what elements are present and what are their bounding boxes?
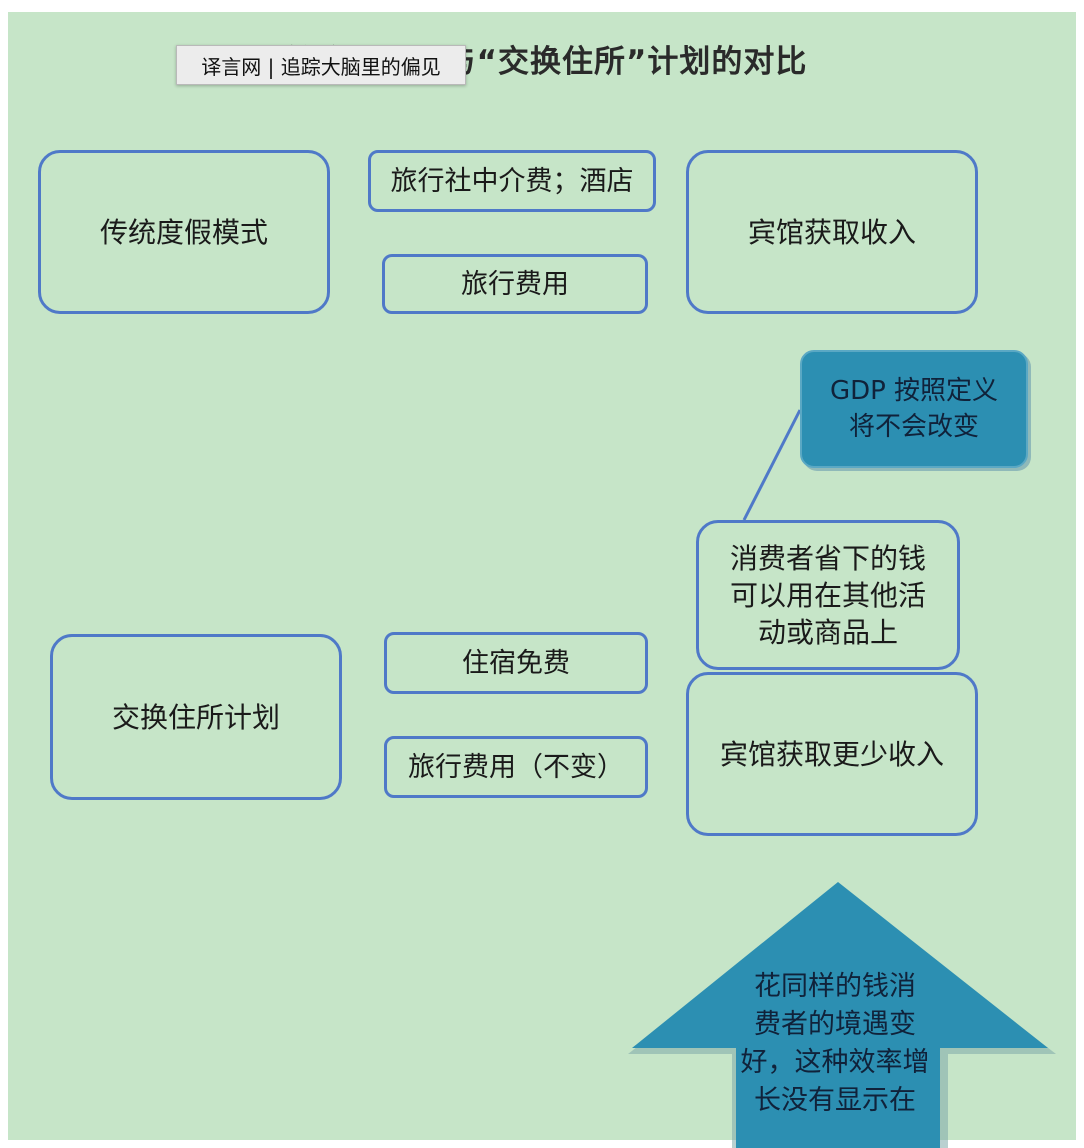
traditional-travel-cost-box: 旅行费用 [382, 254, 648, 314]
exchange-travel-cost-box: 旅行费用（不变） [384, 736, 648, 798]
consumer-savings-line-1: 消费者省下的钱 [729, 541, 926, 575]
hotel-less-income-box: 宾馆获取更少收入 [686, 672, 978, 836]
arrow-text-line-2: 费者的境遇变 [754, 1009, 916, 1040]
arrow-text-line-1: 花同样的钱消 [754, 971, 916, 1002]
agency-hotel-fee-box: 旅行社中介费；酒店 [368, 150, 656, 212]
consumer-savings-line-2: 可以用在其他活 [729, 578, 926, 612]
upward-arrow-text: 花同样的钱消 费者的境遇变 好，这种效率增 长没有显示在 [730, 968, 940, 1120]
free-lodging-box: 住宿免费 [384, 632, 648, 694]
gdp-callout-line-1: GDP 按照定义 [829, 376, 999, 406]
gdp-callout: GDP 按照定义 将不会改变 [800, 350, 1028, 468]
consumer-savings-line-3: 动或商品上 [757, 615, 898, 649]
arrow-text-line-3: 好，这种效率增 [740, 1047, 930, 1078]
exchange-model-box: 交换住所计划 [50, 634, 342, 800]
hotel-less-income-label: 宾馆获取更少收入 [719, 737, 944, 771]
free-lodging-label: 住宿免费 [462, 647, 570, 679]
arrow-text-line-4: 长没有显示在 [754, 1085, 916, 1116]
traditional-travel-cost-label: 旅行费用 [461, 268, 569, 300]
hotel-income-label: 宾馆获取收入 [747, 215, 916, 249]
gdp-callout-line-2: 将不会改变 [848, 412, 979, 442]
agency-hotel-fee-label: 旅行社中介费；酒店 [390, 165, 634, 197]
exchange-model-label: 交换住所计划 [111, 700, 280, 734]
consumer-savings-box: 消费者省下的钱 可以用在其他活 动或商品上 [696, 520, 960, 670]
upward-arrow [632, 882, 1048, 1148]
hotel-income-box: 宾馆获取收入 [686, 150, 978, 314]
traditional-model-label: 传统度假模式 [99, 215, 268, 249]
source-tooltip: 译言网 | 追踪大脑里的偏见 [176, 45, 466, 85]
callout-connector-line [742, 409, 802, 521]
exchange-travel-cost-label: 旅行费用（不变） [408, 751, 624, 783]
traditional-model-box: 传统度假模式 [38, 150, 330, 314]
